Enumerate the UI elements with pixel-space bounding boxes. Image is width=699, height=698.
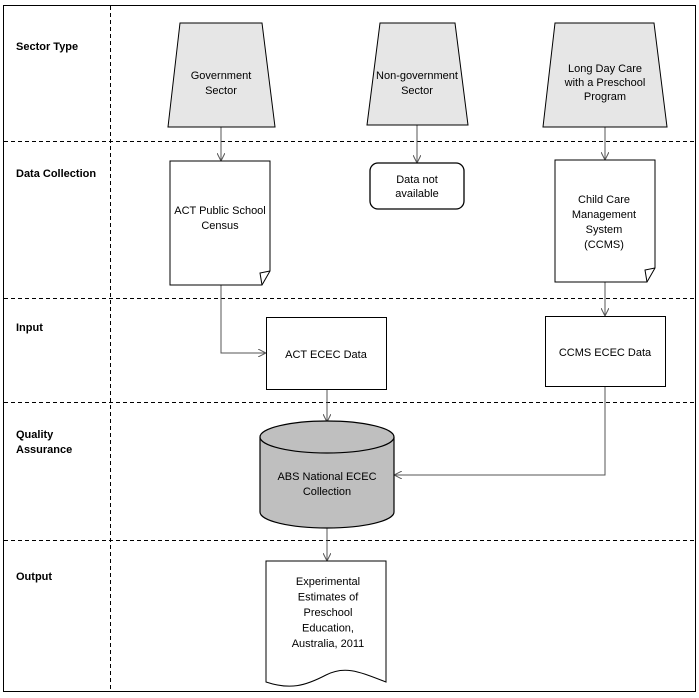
row-label-sector-type: Sector Type (16, 41, 78, 53)
text-line: Government (191, 70, 252, 82)
diagram-frame (3, 5, 696, 692)
text-line: with a Preschool (564, 77, 646, 89)
text-line: ABS National ECEC (277, 471, 376, 483)
text-line: (CCMS) (584, 239, 624, 251)
connector-census-to-act-ecec (220, 279, 265, 353)
text-line: Program (584, 91, 626, 103)
text-line: Child Care (578, 194, 630, 206)
text-line: Collection (303, 486, 351, 498)
node-act-ecec-data: ACT ECEC Data (266, 317, 387, 390)
text-line: System (586, 224, 623, 236)
text-line: Sector (401, 85, 433, 97)
text-line: Preschool (304, 607, 353, 619)
text-line: Long Day Care (568, 63, 642, 75)
row-label-output: Output (16, 571, 52, 583)
connector-ccms-ecec-to-abs (395, 387, 606, 475)
text-line: Australia, 2011 (292, 638, 365, 650)
text-line: Education, (302, 623, 354, 635)
text-line: Estimates of (298, 592, 359, 604)
connectors (221, 125, 605, 560)
text-line: Experimental (296, 576, 360, 588)
row-label-input: Input (16, 322, 43, 334)
text-line: Census (201, 220, 239, 232)
row-label-data-collection: Data Collection (16, 168, 96, 180)
text-line: Data not (396, 174, 438, 186)
svg-text:CCMS ECEC Data: CCMS ECEC Data (559, 347, 652, 359)
text-line: available (395, 188, 438, 200)
text-line: Non-government (376, 70, 458, 82)
text-line: ACT Public School (174, 205, 266, 217)
text-line: Management (572, 209, 636, 221)
svg-text:ACT ECEC Data: ACT ECEC Data (285, 349, 368, 361)
text-line: Sector (205, 85, 237, 97)
text-line: Assurance (16, 444, 72, 456)
node-ccms-ecec-data: CCMS ECEC Data (545, 316, 666, 387)
text-line: Quality (16, 429, 54, 441)
lane-dividers (4, 6, 695, 691)
node-abs-national-ecec-collection: ABS National ECEC Collection (259, 420, 395, 529)
node-data-not-available: Data not available (369, 162, 465, 210)
